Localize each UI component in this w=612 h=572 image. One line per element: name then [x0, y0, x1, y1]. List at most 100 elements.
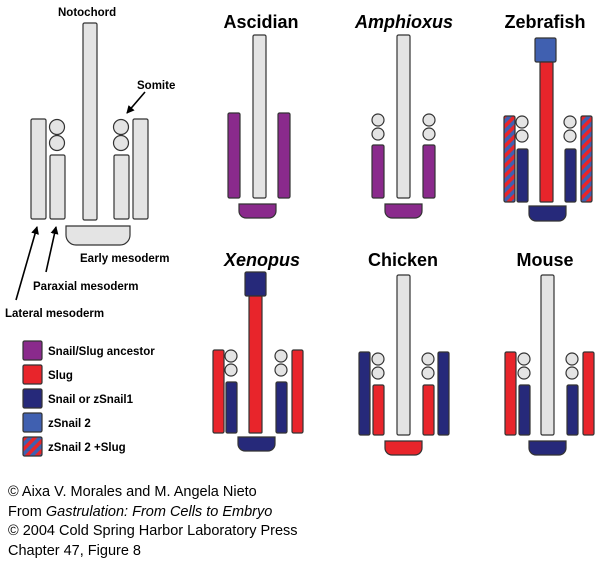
paraxial-mesoderm-right [564, 148, 577, 203]
early-mesoderm-shape [384, 440, 423, 456]
somite [515, 115, 529, 129]
shield-shape [244, 271, 267, 297]
reference-embryo [30, 22, 149, 246]
early-mesoderm-shape [528, 440, 567, 456]
somite [224, 363, 238, 377]
somite [371, 352, 385, 366]
zebrafish-embryo [503, 37, 593, 222]
somite [421, 366, 435, 380]
amphioxus-embryo [371, 34, 436, 219]
lateral-mesoderm-right [132, 118, 149, 220]
somite [274, 349, 288, 363]
mouse-title: Mouse [516, 250, 573, 270]
credit-chapter: Chapter 47, Figure 8 [8, 542, 141, 559]
legend-swatch-snail-zsnail1 [22, 388, 43, 409]
legend-label: zSnail 2 +Slug [48, 442, 126, 454]
somite [371, 127, 385, 141]
early-mesoderm-label: Early mesoderm [80, 253, 170, 265]
paraxial-mesoderm-left [516, 148, 529, 203]
somite [371, 366, 385, 380]
paraxial-mesoderm-right [113, 154, 130, 220]
legend-label: Snail or zSnail1 [48, 394, 134, 406]
somite-label: Somite [137, 80, 175, 92]
paraxial-mesoderm-label: Paraxial mesoderm [33, 281, 138, 293]
paraxial-mesoderm-left [372, 384, 385, 436]
mesoderm-right [277, 112, 291, 199]
paraxial-mesoderm-right [275, 381, 288, 434]
lateral-mesoderm-right [580, 115, 593, 203]
lateral-mesoderm-label: Lateral mesoderm [5, 308, 104, 320]
notochord-label: Notochord [58, 7, 116, 19]
credit-source: From Gastrulation: From Cells to Embryo [8, 503, 298, 523]
notochord-shape [396, 274, 411, 436]
somite [563, 115, 577, 129]
somite [515, 129, 529, 143]
somite [274, 363, 288, 377]
lateral-arrow [15, 226, 39, 301]
early-mesoderm-shape [384, 203, 423, 219]
mesoderm-left [227, 112, 241, 199]
credit-authors: © Aixa V. Morales and M. Angela Nieto [8, 484, 257, 500]
paraxial-arrow [45, 226, 59, 273]
somite-right-1 [112, 118, 130, 136]
lateral-mesoderm-left [30, 118, 47, 220]
lateral-mesoderm-left [503, 115, 516, 203]
notochord-shape [248, 295, 263, 434]
somite [517, 366, 531, 380]
chicken-embryo [358, 274, 450, 456]
mouse-embryo [504, 274, 595, 456]
lateral-mesoderm-right [291, 349, 304, 434]
legend [22, 340, 43, 457]
lateral-mesoderm-left [504, 351, 517, 436]
notochord-shape [396, 34, 411, 199]
lateral-mesoderm-left [212, 349, 225, 434]
early-mesoderm-shape [528, 205, 567, 222]
lateral-mesoderm-left [358, 351, 371, 436]
lateral-mesoderm-right [582, 351, 595, 436]
early-mesoderm-shape [238, 203, 277, 219]
xenopus-embryo [212, 271, 304, 452]
paraxial-mesoderm-left [49, 154, 66, 220]
amphioxus-title: Amphioxus [354, 12, 453, 32]
somite [565, 366, 579, 380]
somite-left-1 [48, 118, 66, 136]
paraxial-mesoderm-left [518, 384, 531, 436]
notochord-shape [82, 22, 98, 221]
credit-block: © Aixa V. Morales and M. Angela Nieto Fr… [8, 483, 298, 561]
somite-right-2 [112, 134, 130, 152]
somite [563, 129, 577, 143]
ascidian-title: Ascidian [223, 12, 298, 32]
somite [371, 113, 385, 127]
zebrafish-title: Zebrafish [504, 12, 585, 32]
paraxial-mesoderm-left [225, 381, 238, 434]
mesoderm-right [422, 144, 436, 199]
legend-swatch-zsnail2 [22, 412, 43, 433]
notochord-shape [540, 274, 555, 436]
notochord-shape [539, 61, 554, 203]
somite [565, 352, 579, 366]
pointer-arrows [15, 91, 146, 301]
somite [517, 352, 531, 366]
legend-swatch-snail-slug-ancestor [22, 340, 43, 361]
xenopus-title: Xenopus [223, 250, 300, 270]
legend-label: zSnail 2 [48, 418, 91, 430]
legend-label: Snail/Slug ancestor [48, 346, 155, 358]
chicken-title: Chicken [368, 250, 438, 270]
early-mesoderm-shape [237, 436, 276, 452]
credit-publisher: © 2004 Cold Spring Harbor Laboratory Pre… [8, 523, 298, 539]
notochord-shape [252, 34, 267, 199]
early-mesoderm-shape [65, 225, 131, 246]
mesoderm-left [371, 144, 385, 199]
somite [421, 352, 435, 366]
somite [422, 113, 436, 127]
paraxial-mesoderm-right [422, 384, 435, 436]
book-title: Gastrulation: From Cells to Embryo [45, 503, 273, 520]
ascidian-embryo [227, 34, 291, 219]
credit-source-prefix: From [8, 503, 46, 520]
legend-swatch-zsnail2-slug [22, 436, 43, 457]
somite [224, 349, 238, 363]
legend-label: Slug [48, 370, 73, 382]
shield-shape [534, 37, 557, 63]
somite [422, 127, 436, 141]
